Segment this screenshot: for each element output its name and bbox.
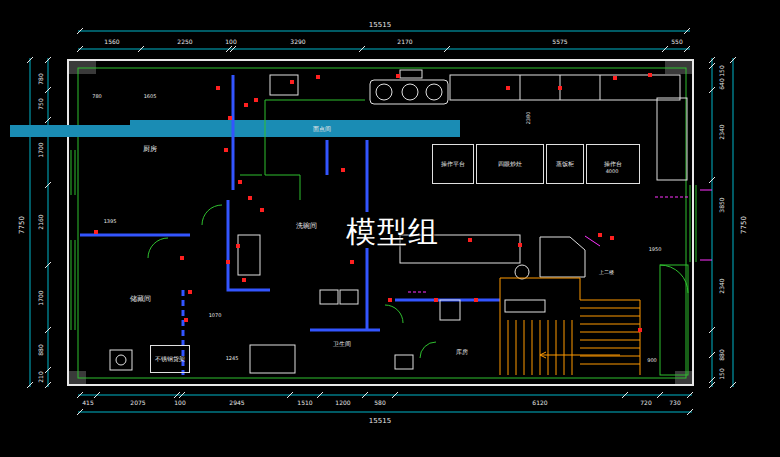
dimension-text: 2075	[129, 400, 146, 406]
dimension-text: 1200	[334, 400, 351, 406]
dimension-text: 1605	[143, 94, 158, 99]
dimension-text: 880	[719, 348, 725, 361]
equipment-box: 四眼炒灶	[476, 144, 544, 184]
dimension-text: 210	[38, 370, 44, 383]
dimension-text: 750	[38, 97, 44, 110]
dimension-text: 7750	[741, 215, 748, 235]
dimension-text: 2340	[719, 277, 725, 294]
dimension-text: 3850	[719, 196, 725, 213]
dimension-text: 3290	[289, 39, 306, 45]
equipment-text: 操作台	[604, 161, 622, 168]
dimension-text: 150	[719, 367, 725, 380]
dimension-text: 15515	[368, 418, 392, 425]
dimension-text: 2945	[228, 400, 245, 406]
dimension-text: 2340	[719, 123, 725, 140]
dimension-text: 780	[38, 72, 44, 85]
dimension-text: 5575	[551, 39, 568, 45]
watermark: 模型组	[346, 217, 439, 247]
dimension-text: 415	[81, 400, 94, 406]
dimension-text: 15515	[368, 22, 392, 29]
dimension-text: 2380	[526, 111, 531, 126]
dimension-text: 2250	[176, 39, 193, 45]
dimension-text: 6120	[531, 400, 548, 406]
dimension-text: 780	[91, 94, 103, 99]
room-label: 卫生间	[333, 341, 351, 347]
dimension-text: 880	[38, 343, 44, 356]
equipment-text: 四眼炒灶	[498, 161, 522, 168]
dimension-text: 1700	[38, 289, 44, 306]
dimension-text: 7750	[19, 215, 26, 235]
dimension-text: 1510	[296, 400, 313, 406]
equipment-text: 操作平台	[441, 161, 465, 168]
dimension-text: 640	[719, 77, 725, 90]
equipment-box: 蒸饭柜	[546, 144, 584, 184]
equipment-box: 不锈钢货架	[150, 345, 190, 373]
band-label: 面点间	[313, 126, 331, 132]
dimension-text: 580	[373, 400, 386, 406]
dimension-text: 900	[646, 358, 658, 363]
dimension-text: 2160	[38, 213, 44, 230]
dimension-text: 100	[173, 400, 186, 406]
room-label: 上二楼	[599, 270, 614, 275]
dimension-text: 2170	[396, 39, 413, 45]
dimension-text: 100	[224, 39, 237, 45]
dimension-text: 150	[719, 64, 725, 77]
equipment-text: 不锈钢货架	[155, 356, 185, 363]
dimension-text: 1560	[103, 39, 120, 45]
equipment-box: 操作台	[586, 144, 640, 184]
dimension-text: 1700	[38, 141, 44, 158]
equipment-box: 操作平台	[432, 144, 474, 184]
dimension-text: 730	[668, 400, 681, 406]
room-label: 储藏间	[130, 296, 151, 303]
room-label: 厨房	[143, 146, 157, 153]
dimension-text: 1245	[225, 356, 240, 361]
dimension-text: 1070	[208, 313, 223, 318]
room-label: 洗碗间	[296, 223, 317, 230]
dimension-text: 4000	[605, 169, 620, 174]
dimension-text: 550	[670, 39, 683, 45]
dimension-text: 1950	[648, 247, 663, 252]
dimension-text: 720	[639, 400, 652, 406]
room-label: 库房	[456, 349, 468, 355]
equipment-text: 蒸饭柜	[556, 161, 574, 168]
dimension-text: 1395	[103, 219, 118, 224]
